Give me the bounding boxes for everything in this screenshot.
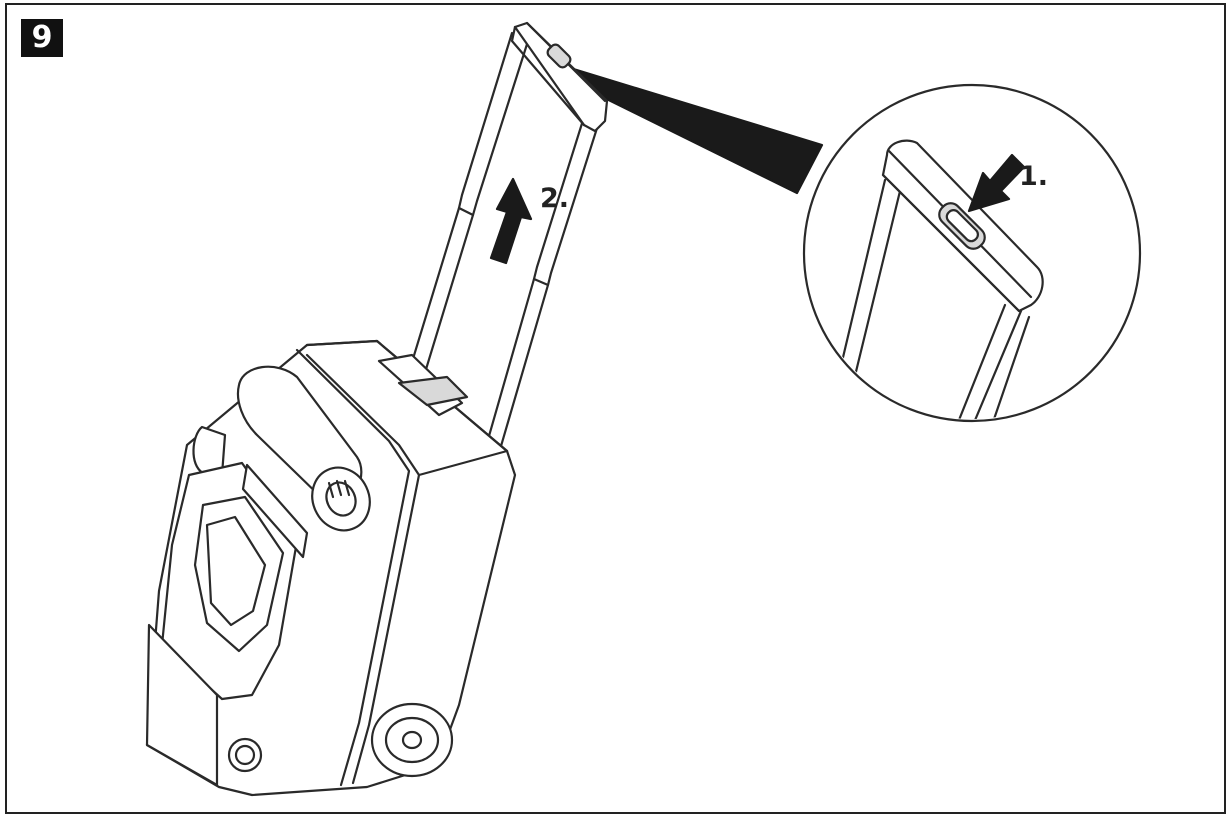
release-button (546, 43, 572, 69)
base-button (227, 737, 263, 773)
side-roller (192, 365, 371, 532)
step-number-badge: 9 (21, 19, 63, 57)
detail-zoom-circle (802, 83, 1142, 423)
zoomed-handle (825, 139, 1044, 419)
zoom-wedge (560, 65, 824, 195)
figure-frame: 9 2. 1. (5, 3, 1226, 814)
front-panel (145, 461, 309, 787)
step-1-label: 1. (1019, 161, 1049, 192)
arrow-up-icon (489, 177, 533, 265)
telescopic-handle (403, 21, 609, 455)
trolley-illustration (145, 21, 1142, 797)
wheel (370, 702, 454, 778)
step-2-label: 2. (540, 183, 570, 214)
arrow-down-left-icon (967, 153, 1026, 213)
